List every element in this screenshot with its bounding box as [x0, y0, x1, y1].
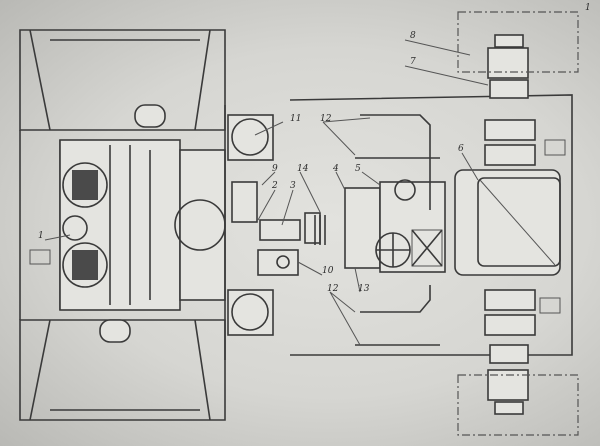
callout-labels: 1 8 7 11 12 6 14 4 5 9 2 3 1 10 13 12 — [38, 3, 591, 294]
callout-5: 5 — [355, 164, 361, 174]
callout-1: 1 — [38, 231, 44, 241]
callout-7: 7 — [410, 57, 416, 67]
left-hull — [19, 29, 226, 421]
fuel-tank — [454, 169, 561, 276]
engine-block — [59, 105, 226, 360]
callout-9: 9 — [272, 164, 278, 174]
air-cleaners — [227, 114, 274, 336]
callout-3: 3 — [290, 181, 296, 191]
rear-hull — [289, 94, 573, 356]
sheet-number: 1 — [585, 3, 591, 13]
transmission — [231, 179, 446, 276]
callout-14: 14 — [297, 164, 309, 174]
callout-12-top: 12 — [320, 114, 332, 124]
callout-13: 13 — [358, 284, 370, 294]
callout-4: 4 — [332, 164, 339, 174]
callout-6: 6 — [458, 144, 464, 154]
control-levers — [355, 114, 440, 346]
callout-10: 10 — [322, 266, 334, 276]
final-drives — [457, 11, 579, 436]
callout-11: 11 — [290, 114, 301, 124]
callout-leaders — [44, 39, 489, 346]
callout-2: 2 — [271, 181, 278, 191]
callout-12-bottom: 12 — [327, 284, 339, 294]
callout-8: 8 — [410, 31, 416, 41]
